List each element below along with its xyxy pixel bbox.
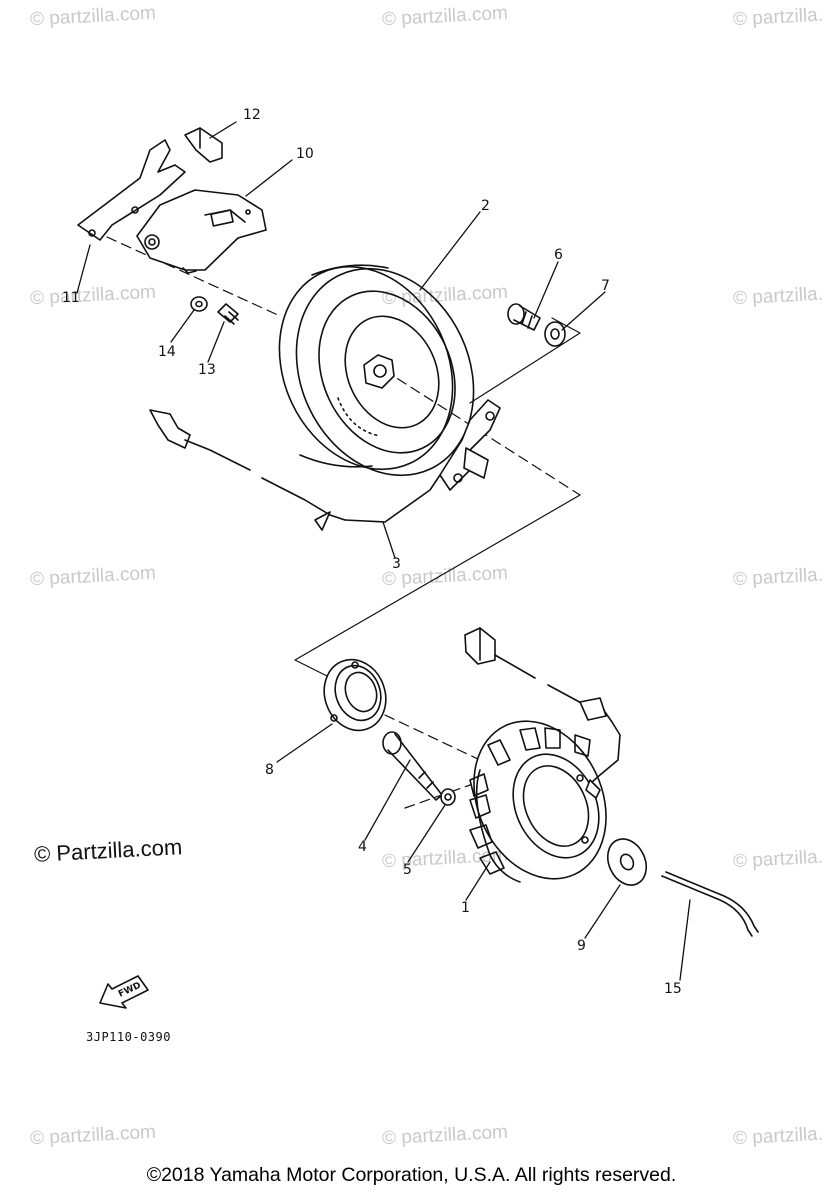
washer-9	[606, 838, 648, 886]
callout-2: 2	[481, 198, 490, 214]
fwd-arrow-icon: FWD	[99, 975, 149, 1009]
rotor-flywheel	[278, 264, 475, 477]
bolt-6	[507, 303, 541, 331]
callout-5: 5	[403, 862, 412, 878]
callout-3: 3	[392, 556, 401, 572]
callout-9: 9	[577, 938, 586, 954]
callout-14: 14	[158, 344, 176, 360]
bolt-4	[382, 731, 443, 801]
bolt-13	[217, 303, 239, 325]
callout-4: 4	[358, 839, 367, 855]
callout-15: 15	[664, 981, 682, 997]
callout-13: 13	[198, 362, 216, 378]
washer-7	[544, 321, 566, 347]
pickup-coil	[149, 399, 501, 531]
stator-coil	[469, 720, 607, 883]
leader-lines	[76, 121, 691, 981]
callout-11: 11	[62, 290, 80, 306]
callout-7: 7	[601, 278, 610, 294]
callout-1: 1	[461, 900, 470, 916]
bracket-lines	[294, 317, 581, 681]
washer-14	[190, 296, 208, 312]
clip-15	[661, 871, 759, 937]
callout-10: 10	[296, 146, 314, 162]
copyright-notice: ©2018 Yamaha Motor Corporation, U.S.A. A…	[146, 1164, 677, 1186]
callout-6: 6	[554, 247, 563, 263]
washer-5	[440, 788, 456, 806]
callout-numbers: 12 10 11 2 6 7 14 13 3 8 4 5 1 9 15	[62, 107, 682, 997]
cover-plate	[136, 189, 267, 274]
callout-8: 8	[265, 762, 274, 778]
seal-plate	[323, 658, 387, 732]
stator-wire	[464, 627, 621, 799]
callout-12: 12	[243, 107, 261, 123]
diagram-code: 3JP110-0390	[86, 1030, 171, 1044]
bracket	[77, 139, 186, 241]
clamp	[184, 127, 223, 163]
